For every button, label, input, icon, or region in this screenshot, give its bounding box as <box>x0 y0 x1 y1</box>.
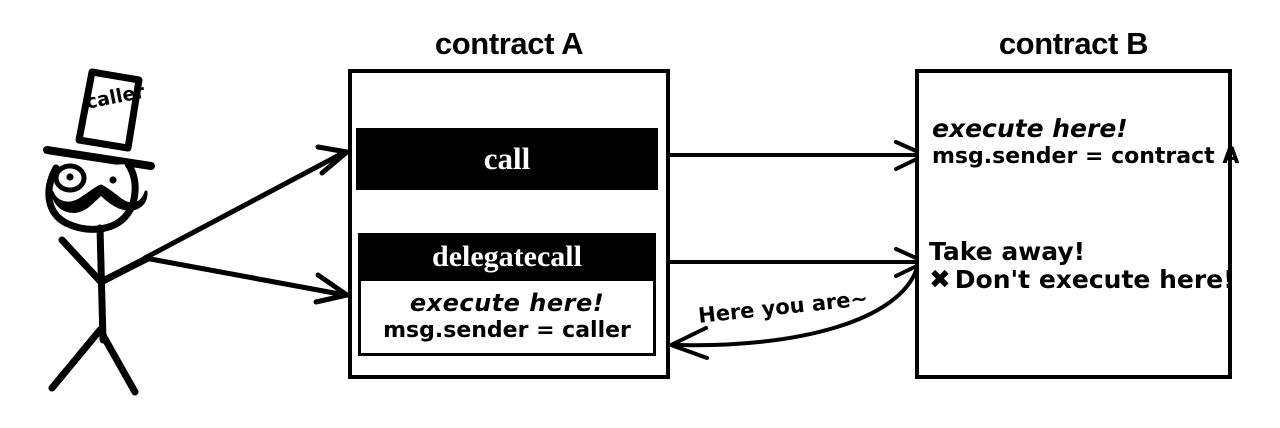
cross-mark-icon: ✖ <box>929 264 951 295</box>
contract-b-dont-execute-text: Don't execute here! <box>954 265 1235 294</box>
delegatecall-note-line1: execute here! <box>409 289 605 318</box>
contract-b-dont-execute-line: ✖ Don't execute here! <box>929 266 1235 294</box>
contract-b-takeaway-line: Take away! <box>929 237 1086 266</box>
method-bar-delegatecall[interactable]: delegatecall <box>358 233 656 281</box>
contract-b-delegatecall-note: Take away! ✖ Don't execute here! <box>929 239 1235 294</box>
contract-b-call-note: execute here! msg.sender = contract A <box>932 116 1239 169</box>
contract-b-call-note-line1: execute here! <box>932 114 1128 143</box>
arrow-delegatecall-to-contract-b <box>656 247 927 278</box>
arrow-caller-to-call <box>142 144 350 261</box>
contract-b-title: contract B <box>998 26 1149 61</box>
contract-b-box <box>915 69 1232 379</box>
arrow-call-to-contract-b <box>656 140 927 171</box>
contract-a-title: contract A <box>434 26 584 61</box>
stick-body <box>48 224 152 396</box>
delegatecall-note-panel: execute here! msg.sender = caller <box>358 281 656 356</box>
arrow-return-to-contract-a <box>669 266 919 360</box>
arrow-caller-to-delegatecall <box>142 255 350 305</box>
head-icon <box>45 160 148 233</box>
contract-b-call-note-line2: msg.sender = contract A <box>932 144 1240 169</box>
method-bar-call[interactable]: call <box>356 128 658 190</box>
delegatecall-note-line2: msg.sender = caller <box>383 317 631 343</box>
top-hat-icon <box>43 68 155 170</box>
